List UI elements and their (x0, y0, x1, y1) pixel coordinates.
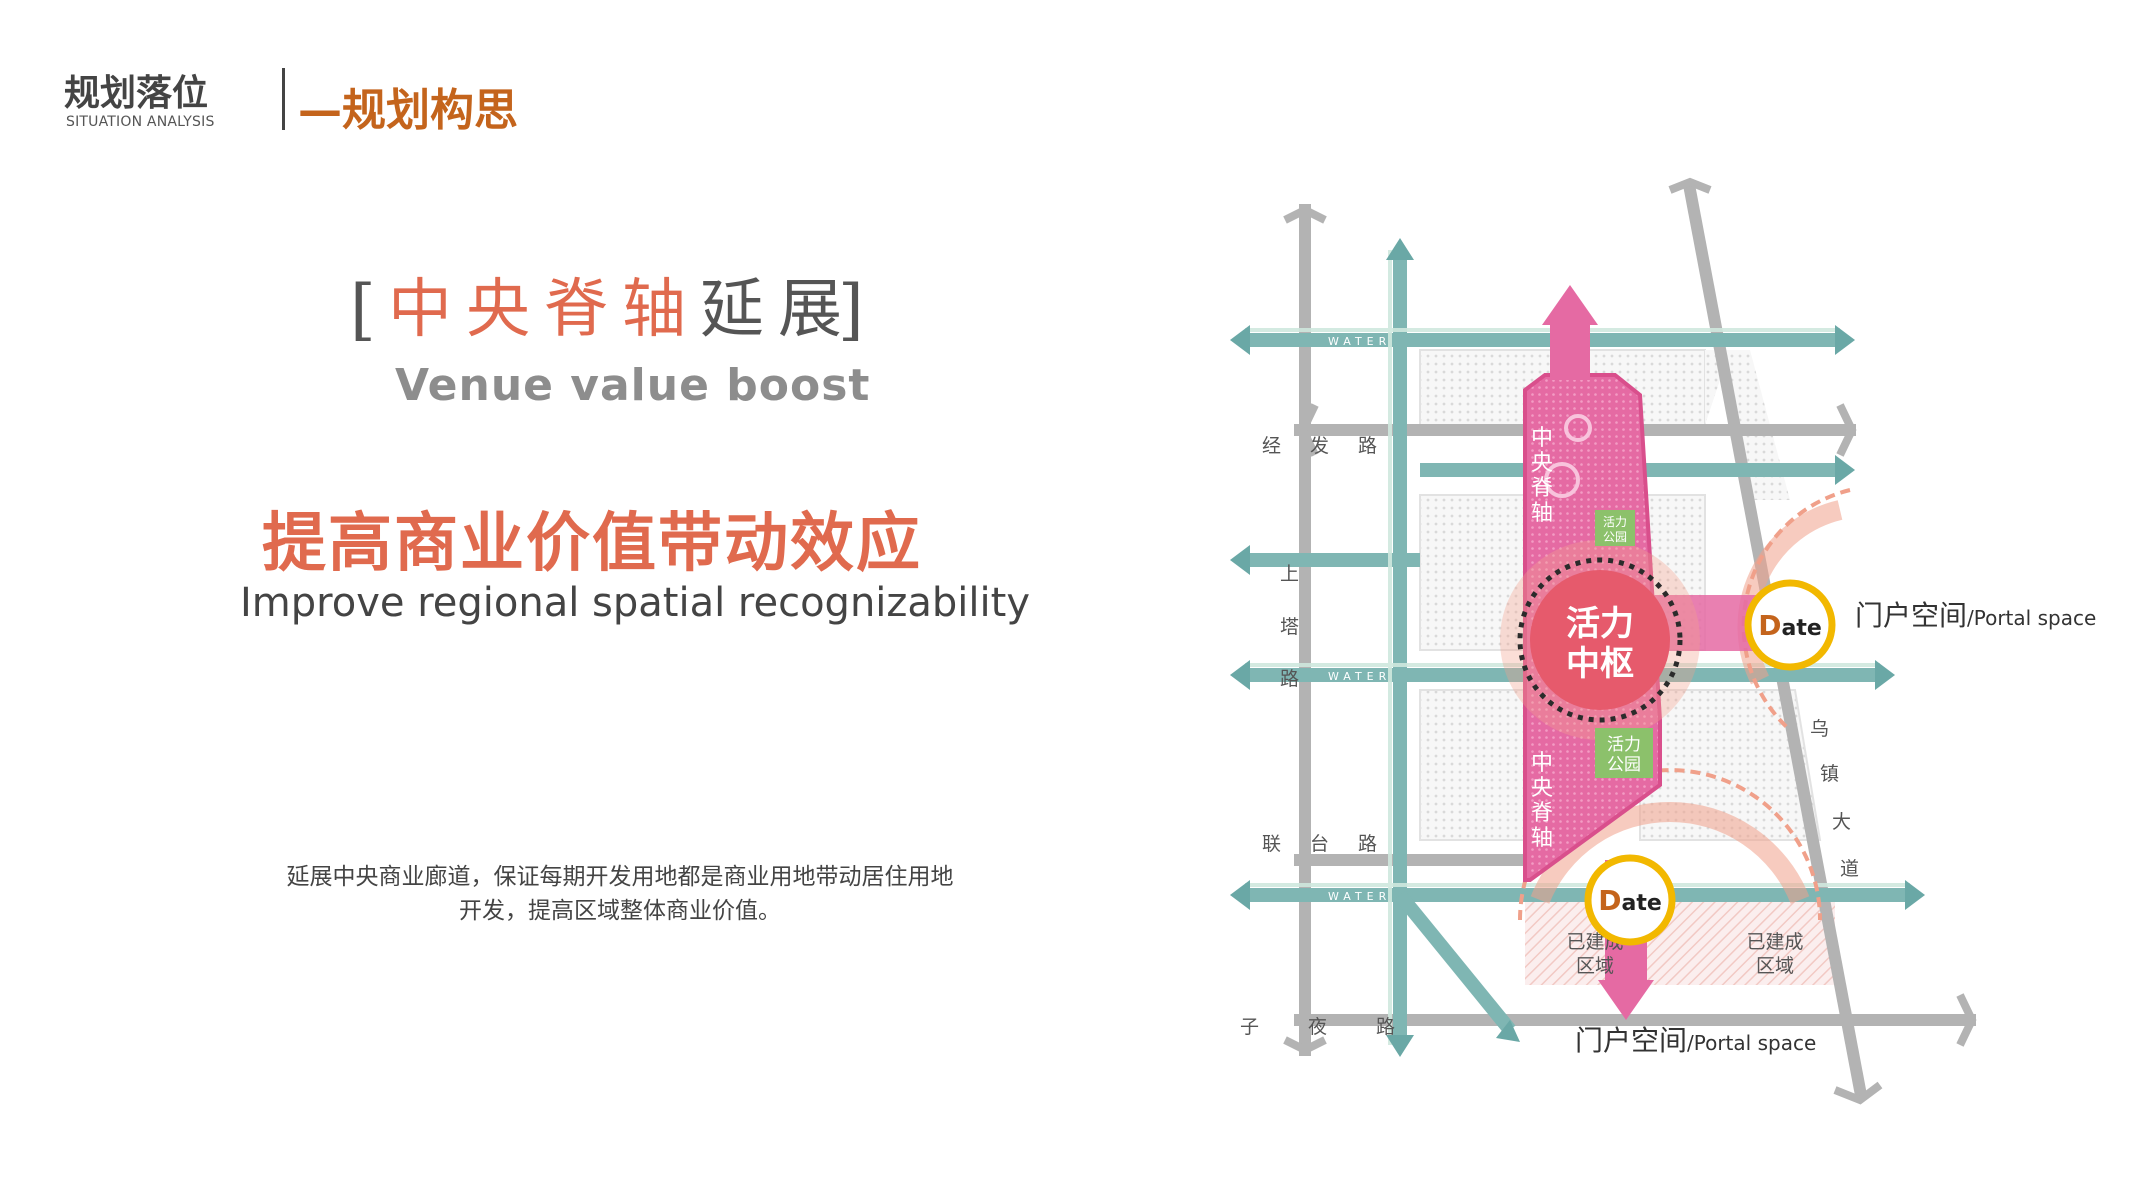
road-char: 子 (1240, 1016, 1259, 1038)
spine-label-lower: 中 央 脊 轴 (1531, 751, 1553, 851)
date-rest: ate (1781, 616, 1821, 641)
spine-char: 脊 (1531, 801, 1553, 826)
road-char: 路 (1280, 668, 1299, 690)
water-labels: WATER WATER WATER (1328, 335, 1391, 903)
portal-en: /Portal space (1967, 606, 2096, 630)
park-upper-line2: 公园 (1603, 530, 1627, 544)
section-accent-title: —规划构思 (298, 85, 518, 136)
spine-char: 轴 (1531, 826, 1553, 851)
svg-text:Date: Date (1598, 884, 1662, 917)
portal-cn: 门户空间 (1575, 1024, 1687, 1057)
planning-map: 活力 中枢 活力 公园 活力 公园 中 央 脊 轴 中 央 脊 轴 WATER … (1230, 177, 2096, 1105)
built-area (1525, 895, 1835, 985)
header-divider (282, 68, 285, 130)
spine-char: 中 (1531, 751, 1553, 776)
heading-highlight: 中央脊轴 (388, 273, 700, 347)
slogan-chinese: 提高商业价值带动效应 (262, 507, 922, 581)
road-char: 道 (1840, 858, 1859, 880)
spine-char: 中 (1531, 426, 1553, 451)
description-line-1: 延展中央商业廊道，保证每期开发用地都是商业用地带动居住用地 (286, 864, 954, 890)
portal-label-south: 门户空间/Portal space (1575, 1024, 1816, 1057)
built-label: 区域 (1756, 955, 1794, 977)
svg-text:Date: Date (1758, 609, 1822, 642)
heading-rest: 延展 (700, 273, 856, 347)
description-line-2: 开发，提高区域整体商业价值。 (459, 898, 781, 924)
spine-char: 央 (1531, 776, 1553, 801)
road-labels: 经 发 路 上 塔 路 联 台 路 子 夜 路 乌 镇 大 道 (1240, 435, 1859, 1038)
road-char: 台 (1310, 833, 1329, 855)
water-label: WATER (1328, 335, 1391, 348)
svg-text:门户空间/Portal space: 门户空间/Portal space (1855, 599, 2096, 632)
built-label: 区域 (1576, 955, 1614, 977)
road-char: 路 (1376, 1016, 1395, 1038)
teal-road-arrows (1230, 238, 1925, 1057)
road-char: 大 (1832, 811, 1851, 833)
heading-english: Venue value boost (395, 360, 871, 411)
vitality-park-lower: 活力 公园 (1595, 728, 1653, 778)
description-paragraph: 延展中央商业廊道，保证每期开发用地都是商业用地带动居住用地 开发，提高区域整体商… (270, 860, 970, 928)
date-marker-east: Date (1744, 579, 1836, 671)
spine-char: 轴 (1531, 501, 1553, 526)
section-title: 规划落位 (64, 73, 209, 114)
spine-char: 脊 (1531, 476, 1553, 501)
hub-label-2: 中枢 (1566, 644, 1634, 684)
road-char: 经 (1262, 435, 1281, 457)
portal-cn: 门户空间 (1855, 599, 1967, 632)
vitality-park-upper: 活力 公园 (1595, 510, 1635, 546)
svg-text:门户空间/Portal space: 门户空间/Portal space (1575, 1024, 1816, 1057)
date-d: D (1758, 609, 1781, 642)
park-upper-line1: 活力 (1603, 515, 1627, 529)
bracket-open: [ (350, 271, 376, 348)
bracket-close: ] (838, 271, 864, 348)
water-label: WATER (1328, 890, 1391, 903)
built-label: 已建成 (1746, 931, 1803, 953)
spine-label-upper: 中 央 脊 轴 (1531, 426, 1553, 526)
water-label: WATER (1328, 670, 1391, 683)
slogan-english: Improve regional spatial recognizability (240, 580, 1030, 626)
road-char: 发 (1310, 435, 1329, 457)
park-lower-line2: 公园 (1607, 755, 1641, 775)
portal-label-east: 门户空间/Portal space (1855, 599, 2096, 632)
hub-label-1: 活力 (1566, 604, 1634, 644)
road-char: 路 (1358, 435, 1377, 457)
vitality-hub: 活力 中枢 (1500, 540, 1700, 740)
road-char: 联 (1262, 833, 1281, 855)
park-lower-line1: 活力 (1607, 735, 1641, 755)
heading-text: 中央脊轴延展 (388, 265, 856, 355)
portal-en: /Portal space (1687, 1031, 1816, 1055)
road-char: 镇 (1820, 763, 1839, 785)
grey-road-arrows (1283, 177, 1977, 1105)
built-area-labels: 已建成 区域 已建成 区域 (1566, 931, 1803, 977)
road-char: 上 (1280, 563, 1299, 585)
road-char: 夜 (1308, 1016, 1327, 1038)
spine-char: 央 (1531, 451, 1553, 476)
road-char: 塔 (1280, 616, 1299, 638)
date-rest: ate (1621, 891, 1661, 916)
section-subtitle: SITUATION ANALYSIS (66, 114, 215, 130)
road-char: 路 (1358, 833, 1377, 855)
main-heading: [ 中央脊轴延展 ] (350, 265, 864, 355)
road-char: 乌 (1810, 718, 1829, 740)
date-marker-south: Date (1584, 854, 1676, 946)
date-d: D (1598, 884, 1621, 917)
